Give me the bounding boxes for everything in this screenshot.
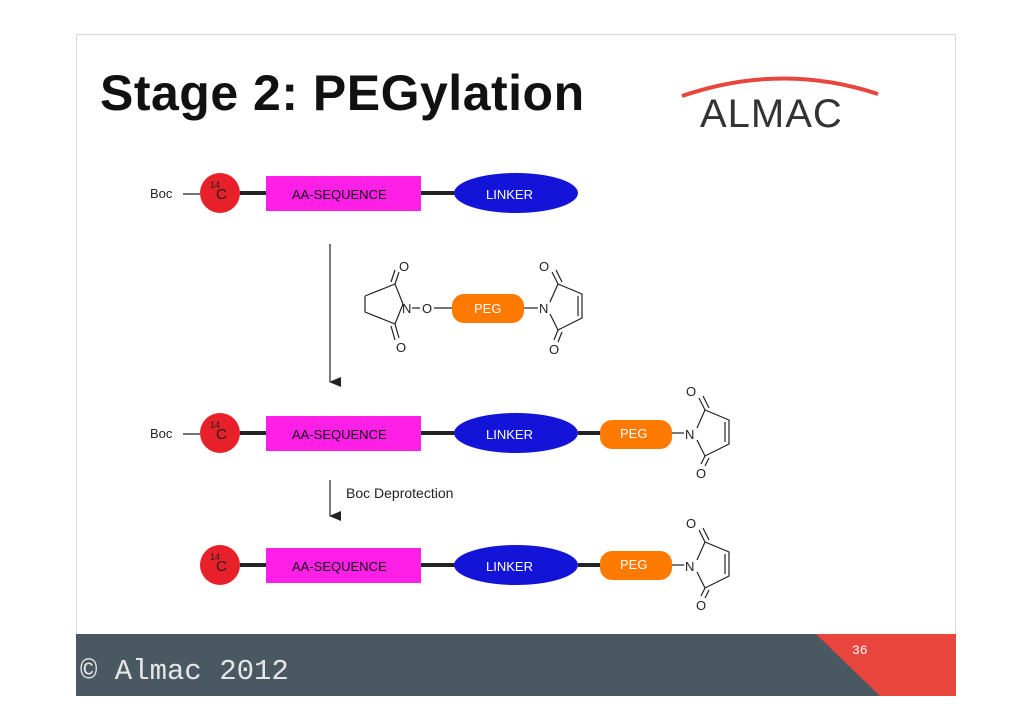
logo-arc-icon — [681, 76, 879, 98]
c14-symbol: C — [216, 558, 227, 575]
boc-deprotection-label: Boc Deprotection — [346, 485, 453, 501]
succinimide-ring — [364, 283, 404, 325]
slide-title: Stage 2: PEGylation — [100, 65, 585, 121]
copyright-text: © Almac 2012 — [80, 655, 289, 688]
logo-text: ALMAC — [700, 92, 843, 136]
row-1-starting-material: Boc 14 C AA-SEQUENCE LINKER — [150, 173, 578, 213]
carbonyl-bond — [553, 329, 559, 341]
peg-box — [452, 294, 524, 323]
logo-arc — [681, 76, 879, 98]
aa-sequence-box — [266, 416, 421, 451]
boc-label: Boc — [150, 186, 173, 201]
linker-label: LINKER — [486, 427, 533, 442]
carbonyl-bond — [390, 269, 396, 283]
oxygen-label: O — [696, 598, 706, 613]
aa-sequence-label: AA-SEQUENCE — [292, 187, 387, 202]
carbonyl-bond — [704, 589, 710, 599]
oxygen-label: O — [549, 342, 559, 357]
carbonyl-bond — [390, 325, 396, 341]
peg-box — [600, 420, 672, 449]
carbonyl-bond — [551, 271, 559, 285]
oxygen-label: O — [396, 340, 406, 355]
nitrogen-label: N — [685, 559, 694, 574]
boc-label: Boc — [150, 426, 173, 441]
linker-ellipse — [454, 173, 578, 213]
c14-label-circle — [200, 545, 240, 585]
linker-ellipse — [454, 545, 578, 585]
carbonyl-bond — [702, 395, 710, 409]
oxygen-label: O — [686, 516, 696, 531]
nitrogen-label: N — [539, 301, 548, 316]
carbonyl-bond — [702, 527, 710, 541]
maleimide-ring — [696, 409, 730, 457]
footer-accent — [816, 634, 956, 696]
oxygen-label: O — [422, 301, 432, 316]
carbonyl-bond — [700, 455, 706, 465]
carbonyl-bond — [704, 457, 710, 467]
linker-label: LINKER — [486, 187, 533, 202]
peg-label: PEG — [474, 301, 501, 316]
carbonyl-bond — [700, 587, 706, 597]
c14-symbol: C — [216, 426, 227, 443]
oxygen-label: O — [399, 259, 409, 274]
nitrogen-label: N — [402, 301, 411, 316]
c14-mass: 14 — [210, 552, 220, 562]
carbonyl-bond — [698, 529, 706, 543]
aa-sequence-box — [266, 176, 421, 211]
carbonyl-bond — [394, 271, 400, 285]
page-number: 36 — [852, 643, 868, 658]
row-2-pegylated-product: Boc 14 C AA-SEQUENCE LINKER PEG N O O — [150, 384, 730, 481]
aa-sequence-label: AA-SEQUENCE — [292, 427, 387, 442]
c14-symbol: C — [216, 186, 227, 203]
c14-label-circle — [200, 413, 240, 453]
peg-box — [600, 551, 672, 580]
almac-logo: ALMAC — [678, 70, 884, 136]
aa-sequence-label: AA-SEQUENCE — [292, 559, 387, 574]
slide-frame — [76, 34, 956, 634]
maleimide-ring — [696, 541, 730, 589]
peg-reagent-structure: O O N O PEG N O O — [364, 259, 583, 357]
carbonyl-bond — [555, 269, 563, 283]
maleimide-ring — [549, 283, 583, 331]
c14-label-circle — [200, 173, 240, 213]
carbonyl-bond — [698, 397, 706, 411]
c14-mass: 14 — [210, 420, 220, 430]
carbonyl-bond — [394, 323, 400, 339]
carbonyl-bond — [557, 331, 563, 343]
oxygen-label: O — [539, 259, 549, 274]
linker-label: LINKER — [486, 559, 533, 574]
c14-mass: 14 — [210, 180, 220, 190]
nitrogen-label: N — [685, 427, 694, 442]
oxygen-label: O — [686, 384, 696, 399]
peg-label: PEG — [620, 426, 647, 441]
footer-bar — [76, 634, 956, 696]
peg-label: PEG — [620, 557, 647, 572]
row-3-deprotected-product: 14 C AA-SEQUENCE LINKER PEG N O O — [200, 516, 730, 613]
aa-sequence-box — [266, 548, 421, 583]
linker-ellipse — [454, 413, 578, 453]
footer-accent-shape — [816, 634, 956, 696]
oxygen-label: O — [696, 466, 706, 481]
